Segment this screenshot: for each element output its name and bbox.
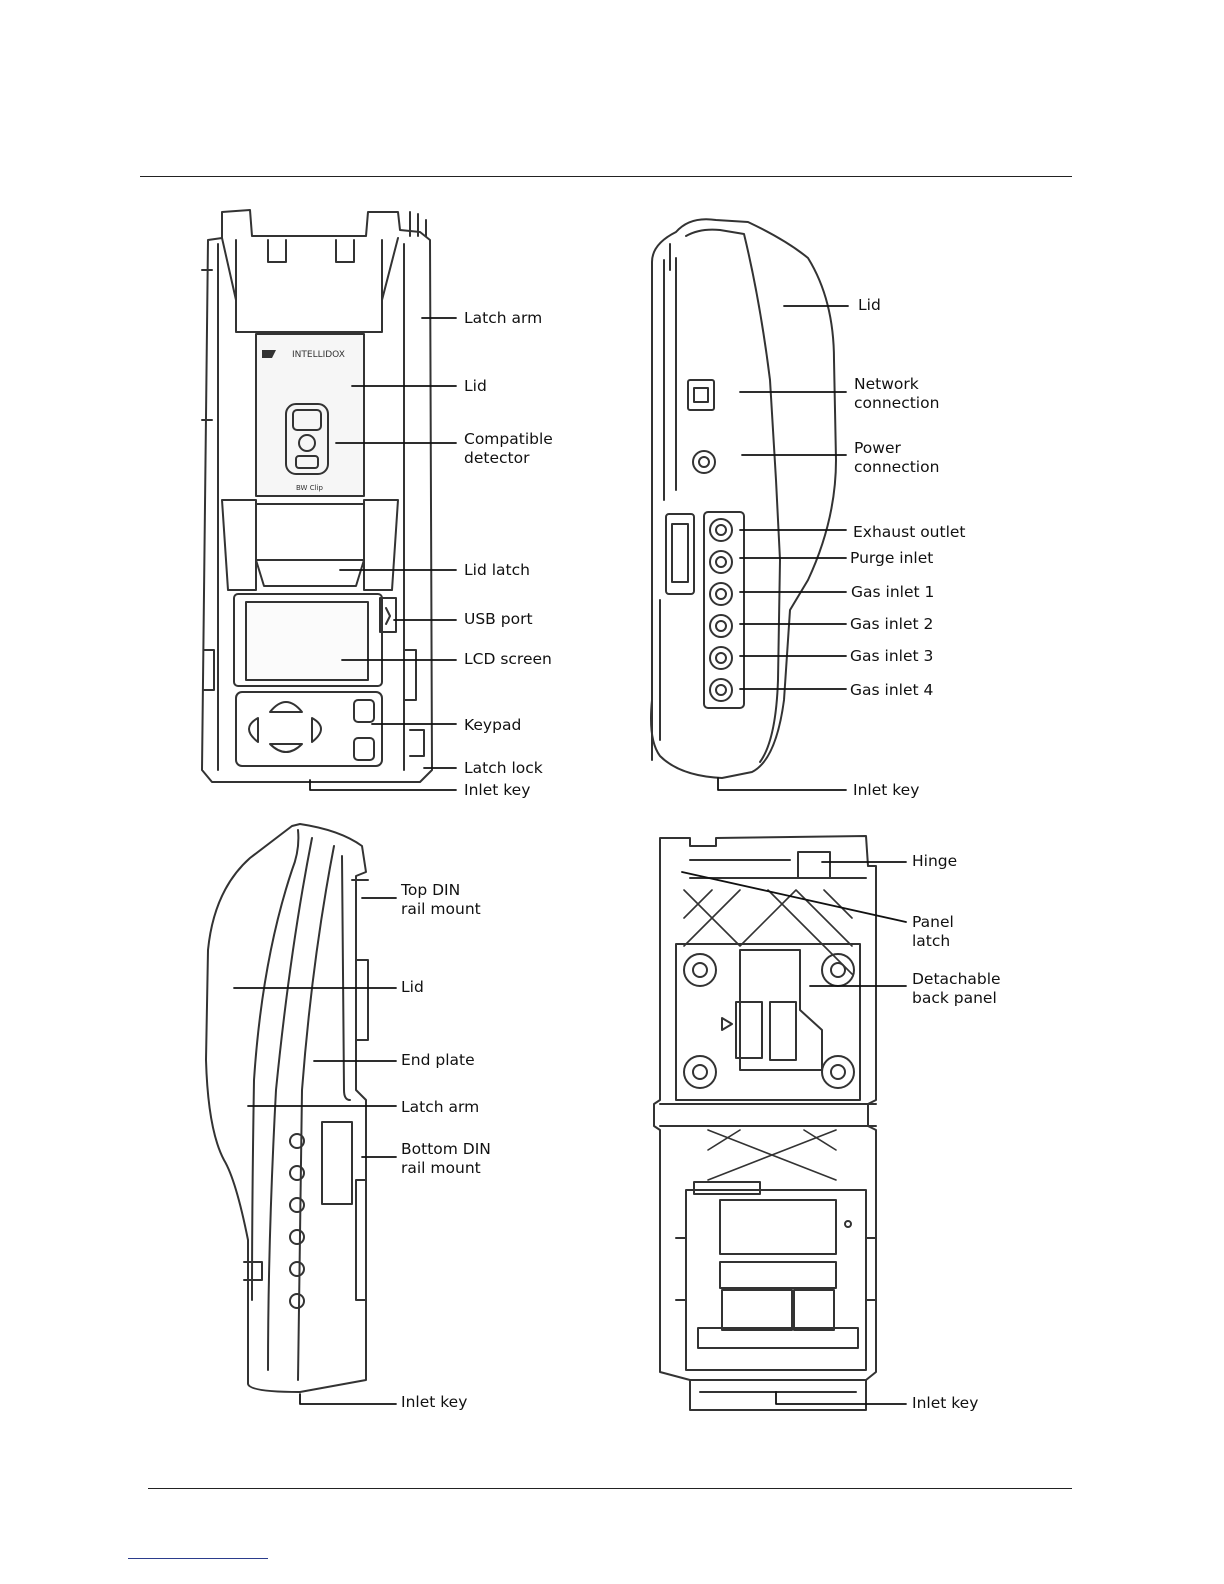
right-label-network-line2: connection — [854, 394, 940, 412]
right-side-view-drawing — [650, 218, 837, 779]
right-label-gas-inlet-1: Gas inlet 1 — [851, 583, 935, 601]
left-side-view-leaders — [233, 897, 397, 1405]
back-label-panel-latch: Panel latch — [912, 913, 954, 951]
front-label-lcd-screen: LCD screen — [464, 650, 552, 668]
right-label-network-line1: Network — [854, 375, 919, 393]
front-label-usb-port: USB port — [464, 610, 533, 628]
front-label-keypad: Keypad — [464, 716, 522, 734]
left-label-top-din-line1: Top DIN — [401, 881, 461, 899]
front-label-compatible-detector-line1: Compatible — [464, 430, 553, 448]
front-label-inlet-key: Inlet key — [464, 781, 531, 799]
front-view-leaders — [309, 317, 457, 791]
header-rule — [140, 176, 1072, 177]
back-view-drawing — [653, 835, 877, 1411]
right-label-gas-inlet-4: Gas inlet 4 — [850, 681, 934, 699]
left-label-latch-arm: Latch arm — [401, 1098, 480, 1116]
front-label-latch-arm: Latch arm — [464, 309, 543, 327]
footer-rule — [148, 1488, 1072, 1489]
front-label-lid: Lid — [464, 377, 487, 395]
left-label-bottom-din-rail-mount: Bottom DIN rail mount — [401, 1140, 491, 1178]
right-label-purge-inlet: Purge inlet — [850, 549, 934, 567]
right-label-network-connection: Network connection — [854, 375, 939, 413]
right-label-gas-inlet-3: Gas inlet 3 — [850, 647, 934, 665]
detector-model-text: BW Clip — [296, 484, 323, 492]
back-label-panel-latch-line1: Panel — [912, 913, 954, 931]
front-view-drawing: INTELLIDOX BW Clip — [201, 209, 433, 783]
back-view-leaders — [681, 861, 907, 1405]
left-label-bottom-din-line1: Bottom DIN — [401, 1140, 491, 1158]
left-label-lid: Lid — [401, 978, 424, 996]
left-label-inlet-key: Inlet key — [401, 1393, 468, 1411]
back-label-detachable-line1: Detachable — [912, 970, 1001, 988]
front-label-latch-lock: Latch lock — [464, 759, 543, 777]
back-label-hinge: Hinge — [912, 852, 958, 870]
right-label-exhaust-outlet: Exhaust outlet — [853, 523, 966, 541]
back-label-detachable-line2: back panel — [912, 989, 997, 1007]
right-side-view-leaders — [717, 305, 849, 791]
left-side-view-drawing — [205, 823, 369, 1393]
front-label-compatible-detector: Compatible detector — [464, 430, 553, 468]
right-label-lid: Lid — [858, 296, 881, 314]
right-label-power-connection: Power connection — [854, 439, 939, 477]
front-label-lid-latch: Lid latch — [464, 561, 530, 579]
brand-logo-text: INTELLIDOX — [292, 350, 345, 360]
back-label-inlet-key: Inlet key — [912, 1394, 979, 1412]
right-label-power-line1: Power — [854, 439, 901, 457]
back-label-detachable-back-panel: Detachable back panel — [912, 970, 1001, 1008]
left-label-end-plate: End plate — [401, 1051, 475, 1069]
right-label-power-line2: connection — [854, 458, 940, 476]
right-label-gas-inlet-2: Gas inlet 2 — [850, 615, 934, 633]
left-label-bottom-din-line2: rail mount — [401, 1159, 481, 1177]
back-label-panel-latch-line2: latch — [912, 932, 951, 950]
left-label-top-din-rail-mount: Top DIN rail mount — [401, 881, 481, 919]
right-label-inlet-key: Inlet key — [853, 781, 920, 799]
front-label-compatible-detector-line2: detector — [464, 449, 530, 467]
left-label-top-din-line2: rail mount — [401, 900, 481, 918]
footnote-rule — [128, 1558, 268, 1559]
